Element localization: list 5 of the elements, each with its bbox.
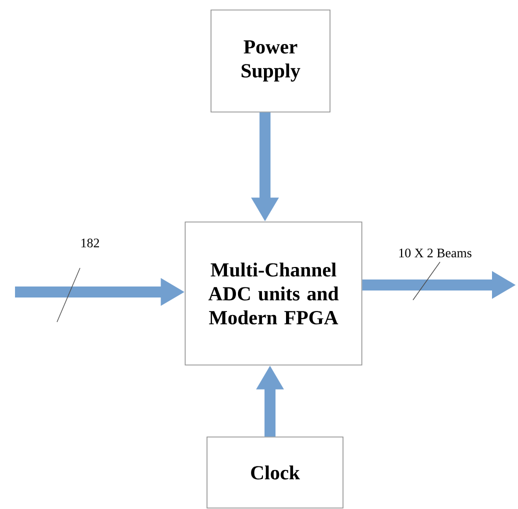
block-box: Clock [206,436,344,508]
block-box: Power Supply [210,10,330,112]
edge-label: 10 X 2 Beams [399,248,472,258]
block-box: Multi-Channel ADC units and Modern FPGA [184,222,362,366]
edge-label: 182 [81,238,99,248]
